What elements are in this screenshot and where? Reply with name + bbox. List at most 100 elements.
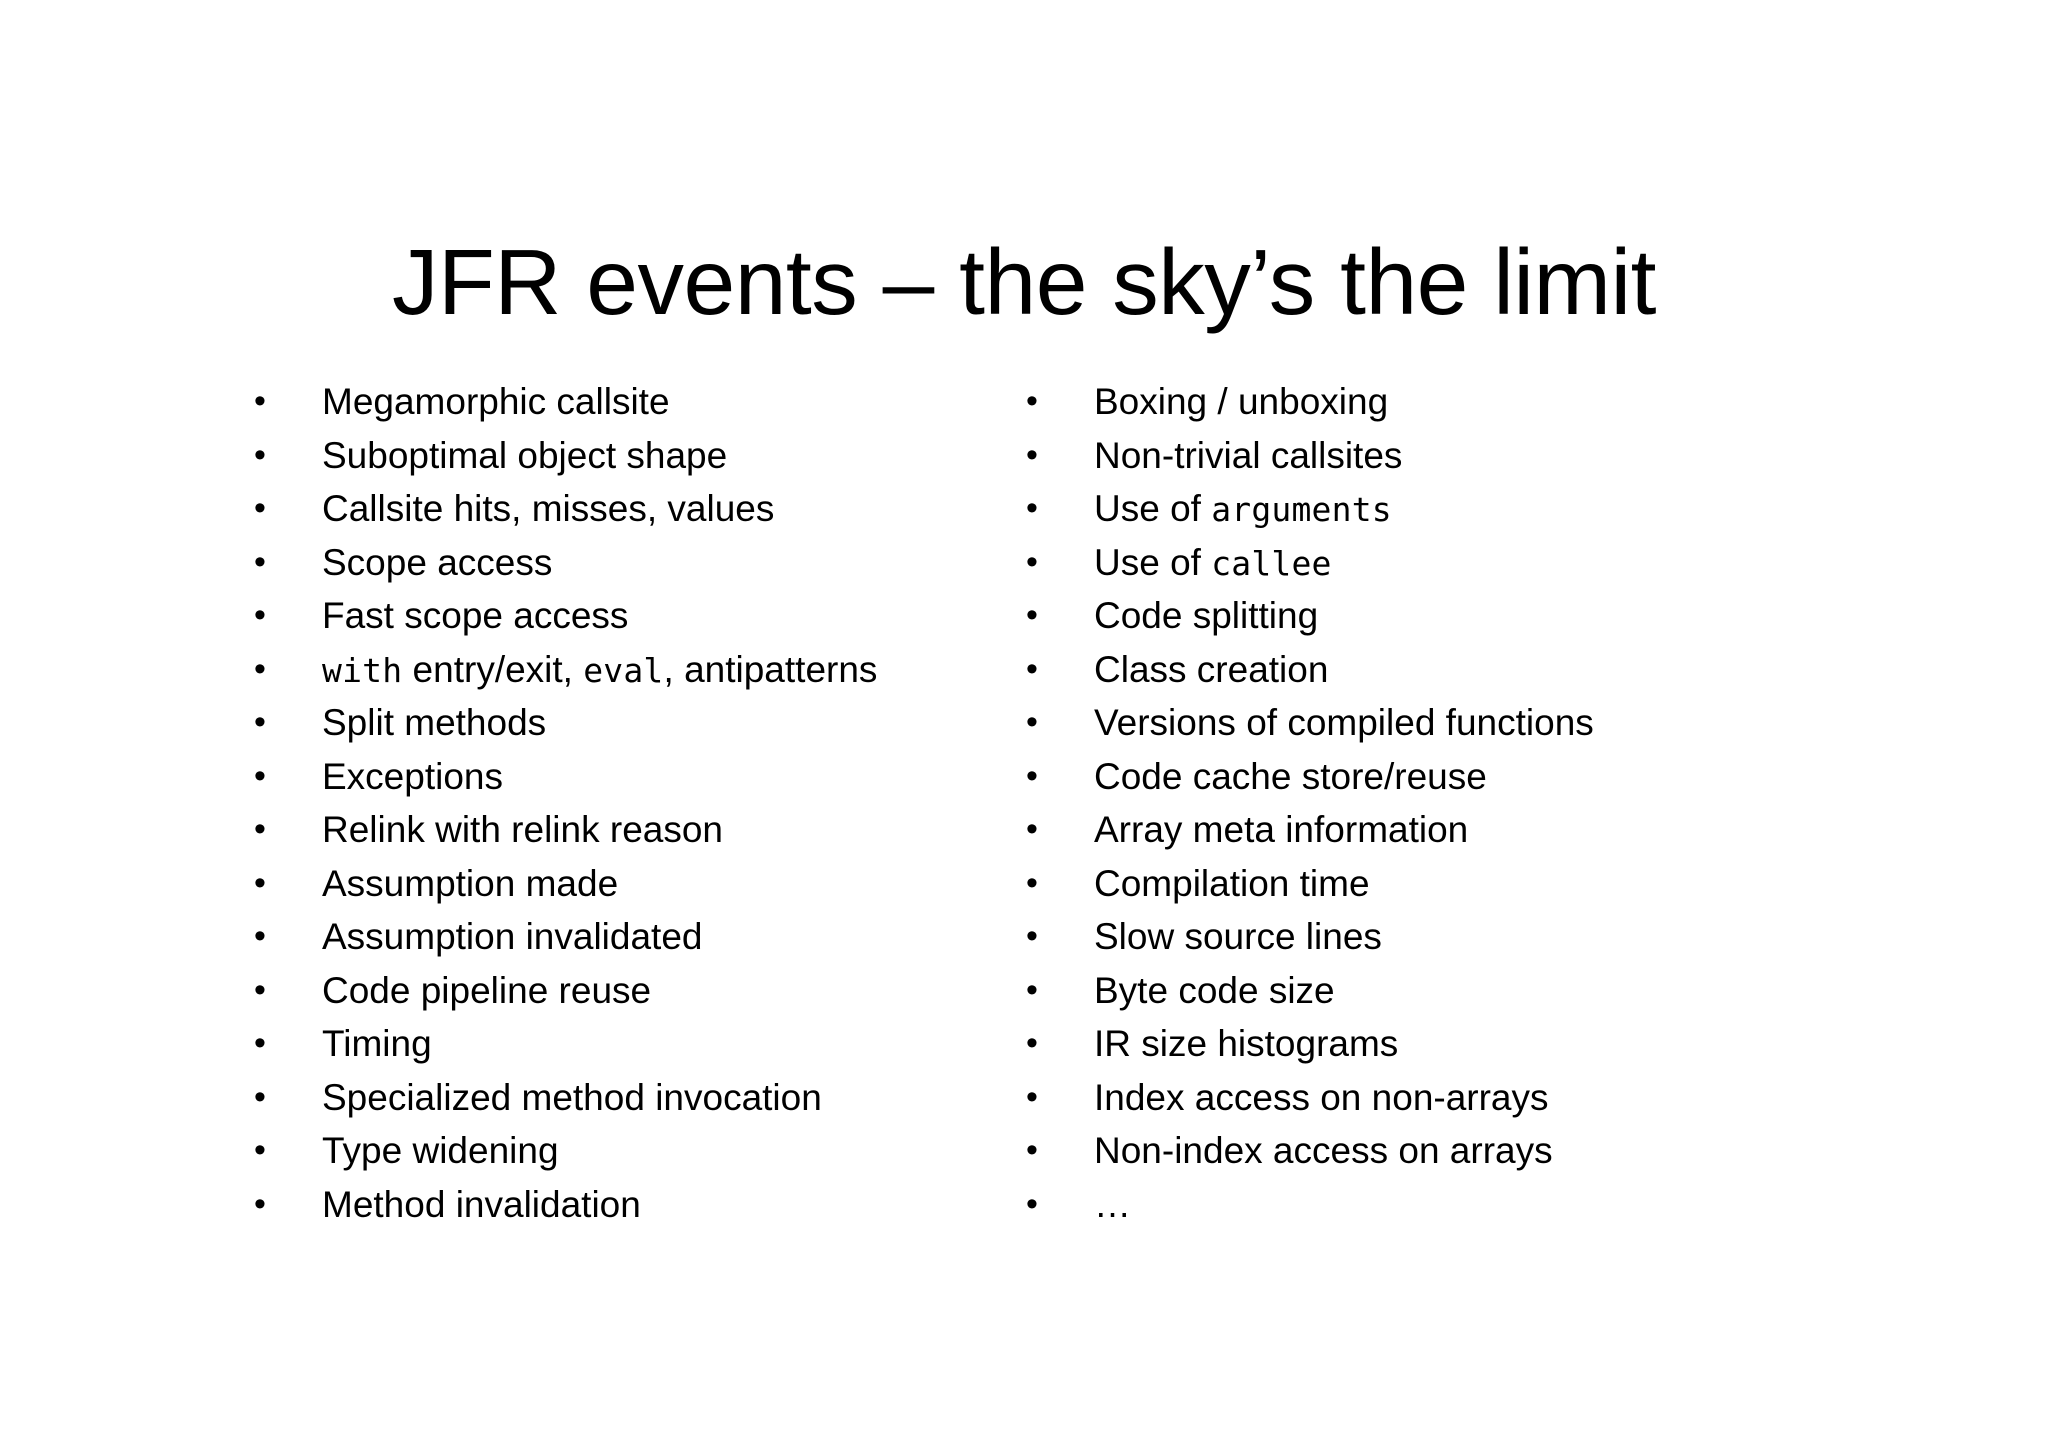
bullet-point-icon: • [1026,970,1038,1009]
list-item: •Array meta information [1022,803,1782,857]
list-item-label: Megamorphic callsite [322,381,670,422]
text-run: Non-index access on arrays [1094,1130,1553,1171]
list-item: • Split methods [250,696,990,750]
bullet-point-icon: • [254,596,266,634]
list-item: • Fast scope access [250,589,990,643]
text-run: Assumption invalidated [322,916,703,957]
list-item: • Index access on non-arrays [1022,1071,1782,1125]
bullet-point-icon: • [254,703,266,741]
list-item-label: Type widening [322,1130,559,1171]
code-literal: eval [583,650,664,690]
list-item-label: Exceptions [322,756,503,797]
list-item: •Type widening [250,1124,990,1178]
list-item: • Callsite hits, misses, values [250,482,990,536]
list-item: •IR size histograms [1022,1017,1782,1071]
text-run: Specialized method invocation [322,1076,822,1118]
text-run: Code cache store/reuse [1094,755,1487,797]
bullet-point-icon: • [254,917,266,955]
list-item: •Slow source lines [1022,910,1782,964]
bullet-point-icon: • [1026,542,1038,581]
bullet-point-icon: • [254,756,266,795]
list-item-label: Non-index access on arrays [1094,1130,1553,1171]
list-item: • Exceptions [250,750,990,804]
bullet-point-icon: • [254,1184,266,1223]
bullet-point-icon: • [254,1024,266,1062]
list-item: •Scope access [250,536,990,590]
list-item-label: Split methods [322,702,546,743]
code-literal: callee [1211,543,1332,583]
list-item: •Versions of compiled functions [1022,696,1782,750]
list-item-label: Non-trivial callsites [1094,435,1402,476]
bullet-list-left: •Megamorphic callsite•Suboptimal object … [250,375,990,1231]
list-item: •Boxing / unboxing [1022,375,1782,429]
list-item: •Relink with relink reason [250,803,990,857]
bullet-point-icon: • [254,435,266,474]
text-run: Exceptions [322,755,503,797]
text-run: Type widening [322,1130,559,1171]
list-item-label: Byte code size [1094,970,1335,1011]
page-title: JFR events – the sky’s the limit [391,230,1657,335]
list-item-label: Boxing / unboxing [1094,381,1388,422]
bullet-point-icon: • [1026,756,1038,795]
list-item-label: Use of arguments [1094,488,1392,529]
text-run: Megamorphic callsite [322,381,670,422]
bullet-point-icon: • [1026,649,1038,688]
list-item-label: Code cache store/reuse [1094,756,1487,797]
text-run: Split methods [322,702,547,743]
list-item: • Code cache store/reuse [1022,750,1782,804]
list-item-label: Use of callee [1094,542,1332,583]
bullet-point-icon: • [254,863,266,902]
bullet-columns-container: •Megamorphic callsite•Suboptimal object … [0,375,2048,1275]
text-run: Timing [322,1023,432,1064]
list-item: • Specialized method invocation [250,1071,990,1125]
code-literal: arguments [1211,490,1392,529]
list-item-label: Code splitting [1094,595,1318,636]
list-item: • Suboptimal object shape [250,429,990,483]
text-run: Slow source lines [1094,916,1382,957]
text-run: IR size histograms [1094,1023,1399,1064]
list-item-label: Specialized method invocation [322,1077,822,1118]
list-item: • Byte code size [1022,964,1782,1018]
list-item-label: … [1094,1184,1131,1225]
list-item: • with entry/exit, eval, antipatterns [250,643,990,697]
bullet-point-icon: • [254,1077,266,1116]
list-item-label: Compilation time [1094,863,1370,904]
list-item-label: Assumption invalidated [322,916,703,957]
bullet-point-icon: • [254,649,266,688]
list-item-label: Callsite hits, misses, values [322,488,774,529]
text-run: Code pipeline reuse [322,969,652,1011]
text-run: Method invalidation [322,1183,641,1225]
list-item-label: Relink with relink reason [322,809,723,850]
text-run: Assumption made [322,862,619,904]
list-item-label: with entry/exit, eval, antipatterns [322,649,877,690]
text-run: entry/exit, [402,648,584,690]
text-run: Class creation [1094,648,1329,690]
text-run: Use of [1094,488,1212,529]
bullet-point-icon: • [1026,489,1038,527]
bullet-point-icon: • [254,489,266,527]
code-literal: with [322,650,403,690]
list-item: • Timing [250,1017,990,1071]
list-item-label: Array meta information [1094,809,1468,850]
list-item-label: Versions of compiled functions [1094,702,1594,743]
text-run: Compilation time [1094,862,1370,904]
text-run: Callsite hits, misses, values [322,488,775,529]
list-item: •Megamorphic callsite [250,375,990,429]
list-item-label: Suboptimal object shape [322,435,727,476]
bullet-point-icon: • [1026,1077,1038,1116]
bullet-point-icon: • [1026,1131,1038,1169]
text-run: Fast scope access [322,595,629,636]
list-item: • Non-index access on arrays [1022,1124,1782,1178]
list-item-label: Class creation [1094,649,1328,690]
text-run: , antipatterns [663,648,878,690]
list-item-label: Method invalidation [322,1184,641,1225]
list-item: • Use of arguments [1022,482,1782,536]
list-item-label: Fast scope access [322,595,628,636]
list-item: • Assumption invalidated [250,910,990,964]
list-item-label: Scope access [322,542,552,583]
list-item-label: IR size histograms [1094,1023,1398,1064]
text-run: Use of [1094,541,1212,583]
list-item-label: Index access on non-arrays [1094,1077,1549,1118]
text-run: Array meta information [1094,809,1469,850]
list-item: •… [1022,1178,1782,1232]
